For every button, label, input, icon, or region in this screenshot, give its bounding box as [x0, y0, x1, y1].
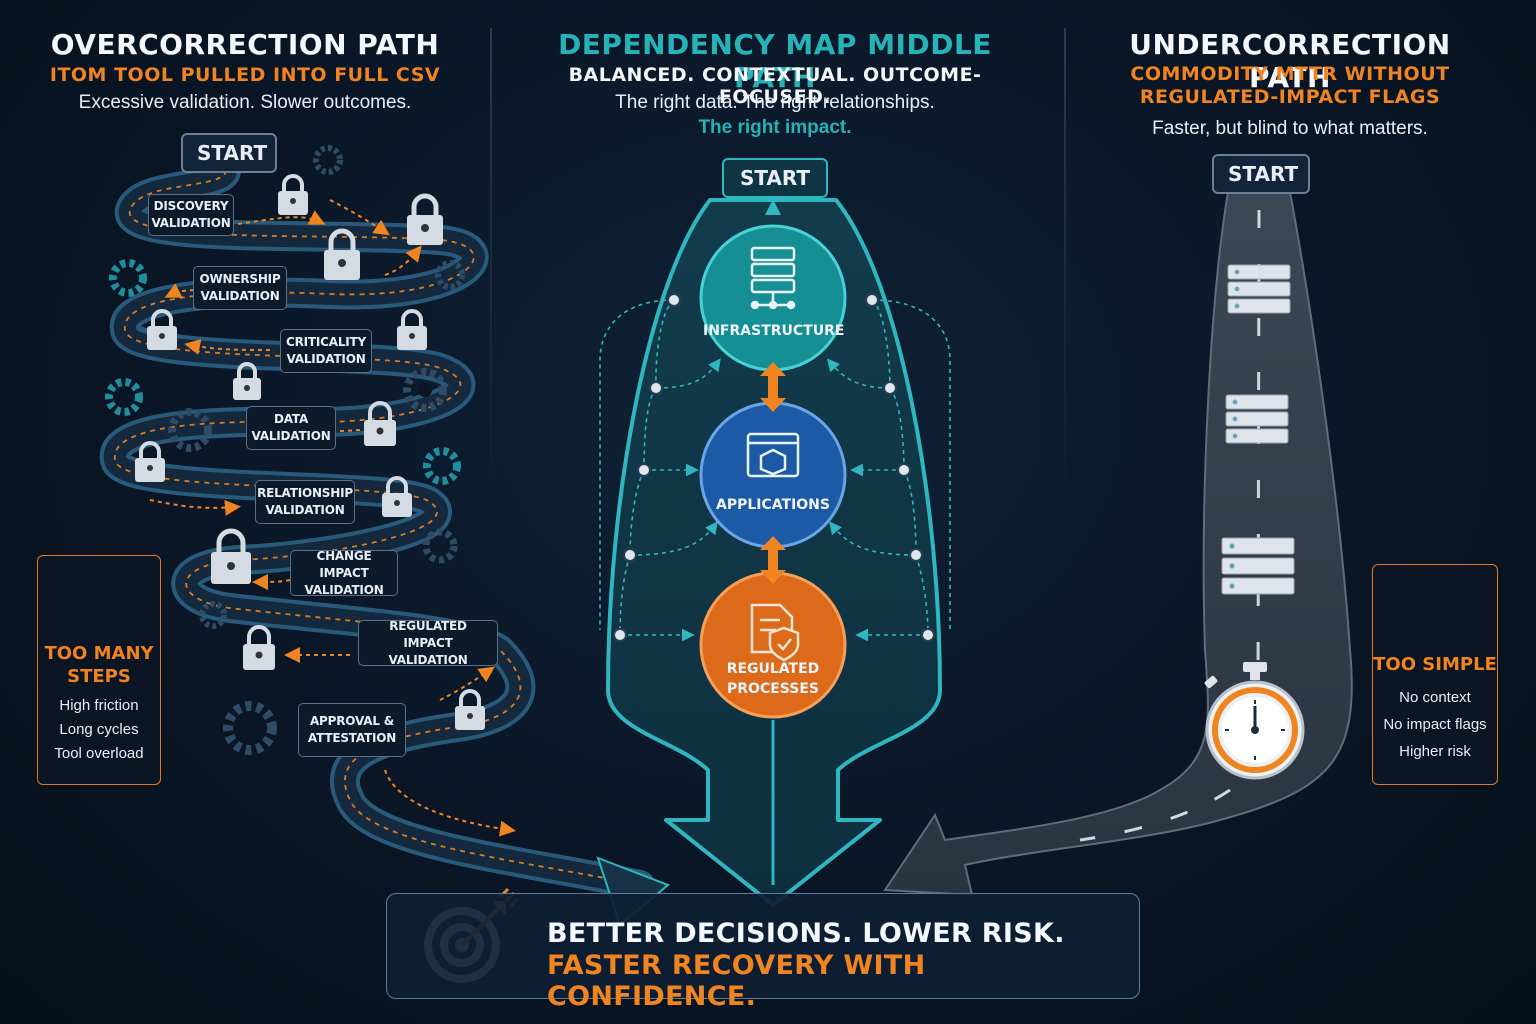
right-start-label: START [1212, 154, 1310, 194]
warning-line: Long cycles [59, 721, 139, 738]
winding-road [99, 155, 655, 900]
left-start-label: START [181, 133, 277, 173]
middle-tagline-2: The right impact. [698, 117, 852, 138]
middle-nodes [699, 224, 847, 719]
step-discovery-validation: DISCOVERY VALIDATION [148, 194, 234, 236]
middle-title: DEPENDENCY MAP MIDDLE PATH [558, 28, 992, 94]
middle-start-label: START [722, 158, 828, 198]
left-tagline: Excessive validation. Slower outcomes. [78, 92, 412, 113]
divider-left [490, 28, 492, 498]
too-many-steps-box: TOO MANY STEPS High friction Long cycles… [37, 555, 161, 785]
warning-line: No context [1399, 689, 1471, 706]
infrastructure-label: INFRASTRUCTURE [703, 323, 845, 339]
too-simple-heading: TOO SIMPLE [1373, 654, 1497, 675]
shield-document-icon [750, 603, 800, 662]
right-title: UNDERCORRECTION PATH [1129, 28, 1451, 94]
outcome-line-1: BETTER DECISIONS. LOWER RISK. [547, 918, 1065, 949]
outcome-line-2: FASTER RECOVERY WITH CONFIDENCE. [547, 950, 926, 1012]
left-subtitle: ITOM TOOL PULLED INTO FULL CSV [49, 64, 441, 86]
right-subtitle: COMMODITY MTTR WITHOUT REGULATED-IMPACT … [1130, 63, 1450, 108]
too-many-steps-heading: TOO MANY STEPS [44, 643, 154, 687]
divider-right [1064, 28, 1066, 498]
step-relationship-validation: RELATIONSHIP VALIDATION [255, 480, 355, 524]
step-data-validation: DATA VALIDATION [246, 406, 336, 450]
middle-subtitle: BALANCED. CONTEXTUAL. OUTCOME-FOCUSED. [568, 64, 982, 108]
right-tagline: Faster, but blind to what matters. [1152, 118, 1428, 139]
server-icons [1221, 264, 1295, 595]
middle-link-nodes [613, 293, 935, 642]
middle-tagline-1: The right data. The right relationships. [615, 92, 935, 113]
step-approval-attestation: APPROVAL & ATTESTATION [298, 703, 406, 757]
too-simple-box: TOO SIMPLE No context No impact flags Hi… [1372, 564, 1498, 785]
middle-links [599, 299, 951, 642]
step-ownership-validation: OWNERSHIP VALIDATION [193, 266, 287, 310]
application-window-icon [746, 432, 800, 478]
server-network-icon [750, 246, 796, 310]
warning-line: High friction [59, 697, 139, 714]
stopwatch-icon [1204, 662, 1305, 780]
regulated-processes-label: REGULATED PROCESSES [726, 661, 820, 697]
warning-line: Tool overload [54, 745, 144, 762]
gear-icons [105, 145, 465, 755]
step-criticality-validation: CRITICALITY VALIDATION [280, 329, 372, 373]
outcome-banner: BETTER DECISIONS. LOWER RISK. FASTER REC… [386, 893, 1140, 1012]
step-regulated-impact-validation: REGULATED IMPACT VALIDATION [358, 619, 498, 667]
left-title: OVERCORRECTION PATH [50, 28, 440, 61]
warning-line: No impact flags [1383, 716, 1487, 733]
warning-line: Higher risk [1399, 743, 1471, 760]
step-change-impact-validation: CHANGE IMPACT VALIDATION [290, 549, 398, 597]
left-flow-arrows [149, 199, 516, 837]
applications-label: APPLICATIONS [716, 497, 830, 513]
padlock-icons [135, 174, 485, 730]
